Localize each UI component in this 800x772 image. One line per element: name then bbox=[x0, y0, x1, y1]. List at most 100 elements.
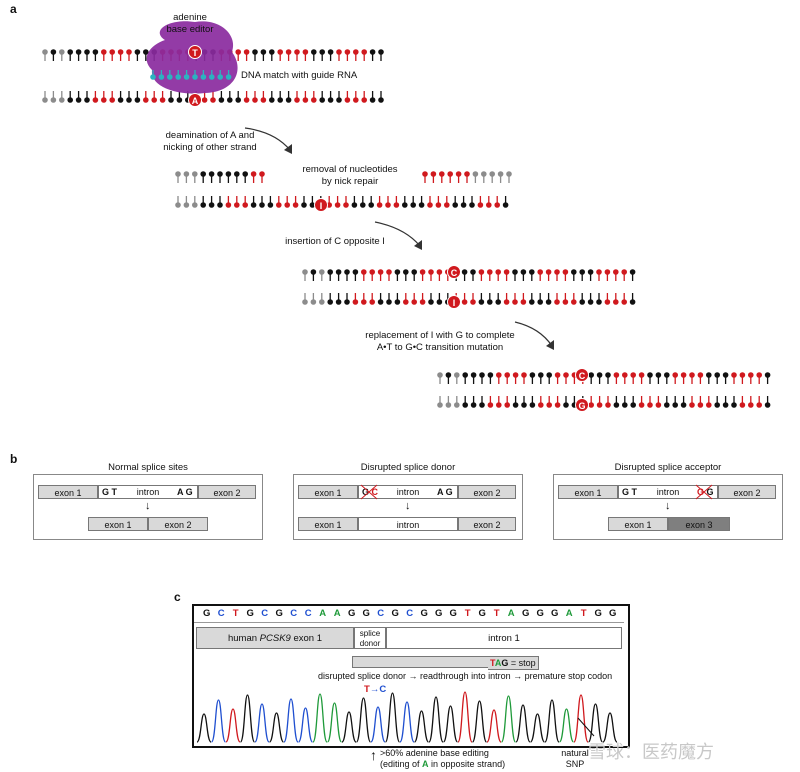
trace-peak bbox=[471, 700, 488, 743]
sequence-base: G bbox=[609, 608, 617, 619]
bottom-strand-nucleotide bbox=[319, 97, 326, 103]
repaired-top-nucleotide bbox=[428, 269, 434, 275]
template-strand-nucleotide bbox=[435, 202, 442, 208]
final-top-nucleotide bbox=[596, 372, 603, 378]
final-bottom-nucleotide bbox=[529, 402, 536, 408]
trace-peak bbox=[326, 702, 343, 743]
repaired-bottom-nucleotide bbox=[461, 299, 468, 305]
trace-peak bbox=[268, 712, 285, 743]
final-top-nucleotide bbox=[748, 372, 754, 378]
bottom-strand-nucleotide bbox=[159, 97, 166, 103]
template-strand-nucleotide bbox=[192, 202, 198, 208]
final-top-nucleotide bbox=[546, 372, 552, 378]
repaired-bottom-nucleotide bbox=[520, 299, 527, 305]
sequence-base: C bbox=[377, 608, 385, 619]
repaired-bottom-nucleotide bbox=[302, 299, 308, 305]
final-bottom-nucleotide bbox=[622, 402, 628, 408]
top-strand-nucleotide bbox=[353, 49, 359, 55]
final-top-nucleotide bbox=[588, 372, 594, 378]
final-bottom-nucleotide bbox=[538, 402, 544, 408]
bottom-strand-nucleotide bbox=[361, 97, 368, 103]
bottom-strand-nucleotide bbox=[327, 97, 334, 103]
final-top-nucleotide bbox=[496, 372, 502, 378]
step1-line2: nicking of other strand bbox=[163, 142, 257, 153]
final-top-nucleotide bbox=[655, 372, 662, 378]
final-top-nucleotide bbox=[756, 372, 762, 378]
template-strand-nucleotide bbox=[460, 202, 467, 208]
final-bottom-nucleotide bbox=[445, 402, 452, 408]
top-strand-nucleotide bbox=[117, 49, 124, 55]
nicked-strand-right-nucleotide bbox=[447, 171, 454, 177]
nicked-strand-right-nucleotide bbox=[430, 171, 437, 177]
final-bottom-nucleotide bbox=[655, 402, 662, 408]
normal-res-exon1: exon 1 bbox=[88, 517, 148, 531]
final-top-nucleotide bbox=[613, 372, 620, 378]
donor-exon2: exon 2 bbox=[458, 485, 516, 499]
sequence-base: G bbox=[348, 608, 356, 619]
guide-rna-nucleotide bbox=[200, 74, 207, 80]
top-strand-nucleotide bbox=[260, 49, 267, 55]
step4-line2: A•T to G•C transition mutation bbox=[376, 342, 504, 353]
repaired-bottom-nucleotide bbox=[403, 299, 409, 305]
watermark: 雪球：医药魔方 bbox=[588, 742, 714, 763]
arrow-1 bbox=[244, 127, 291, 151]
final-top-nucleotide bbox=[563, 372, 569, 378]
acceptor-gg: G G bbox=[697, 487, 714, 497]
trace-peak bbox=[399, 701, 415, 743]
template-strand-nucleotide bbox=[234, 202, 240, 208]
editing-label-2: (editing of A in opposite strand) bbox=[380, 759, 506, 769]
bottom-strand-nucleotide bbox=[285, 97, 292, 103]
donor-title: Disrupted splice donor bbox=[360, 462, 456, 473]
bottom-strand-nucleotide bbox=[101, 97, 107, 103]
guide-rna-nucleotide bbox=[158, 74, 165, 80]
sequence-base: G bbox=[449, 608, 457, 619]
bottom-strand-nucleotide bbox=[67, 97, 73, 103]
repaired-bottom-nucleotide bbox=[537, 299, 543, 305]
sequence-base: G bbox=[551, 608, 559, 619]
nicked-strand-left-nucleotide bbox=[183, 171, 190, 177]
final-bottom-nucleotide bbox=[470, 402, 477, 408]
guide-rna-nucleotide bbox=[150, 74, 156, 80]
template-strand-nucleotide bbox=[418, 202, 425, 208]
acceptor-intron-box bbox=[618, 485, 718, 499]
top-strand-nucleotide bbox=[252, 49, 258, 55]
top-strand-nucleotide bbox=[59, 49, 65, 55]
final-bottom-nucleotide bbox=[596, 402, 603, 408]
trace-peak bbox=[428, 696, 444, 743]
final-top-nucleotide bbox=[470, 372, 477, 378]
repaired-top-nucleotide bbox=[436, 269, 443, 275]
final-top-nucleotide bbox=[714, 372, 720, 378]
donor-res-exon1: exon 1 bbox=[298, 517, 358, 531]
bottom-strand-nucleotide bbox=[369, 97, 376, 103]
guide-rna-nucleotide bbox=[225, 74, 232, 80]
top-strand-nucleotide bbox=[67, 49, 73, 55]
repaired-bottom-nucleotide bbox=[613, 299, 619, 305]
template-strand-nucleotide bbox=[360, 202, 366, 208]
final-bottom-nucleotide bbox=[546, 402, 552, 408]
final-top-nucleotide bbox=[554, 372, 561, 378]
repaired-bottom-nucleotide bbox=[344, 299, 350, 305]
sequence-base: A bbox=[319, 608, 327, 619]
normal-intron: intron bbox=[136, 487, 160, 497]
top-strand-nucleotide bbox=[378, 49, 384, 55]
template-strand-nucleotide bbox=[351, 202, 358, 208]
repaired-bottom-nucleotide bbox=[562, 299, 569, 305]
editing-label-1: >60% adenine base editing bbox=[380, 748, 489, 758]
final-bottom-nucleotide bbox=[437, 402, 443, 408]
repaired-top-nucleotide bbox=[512, 269, 518, 275]
template-strand-nucleotide bbox=[402, 202, 408, 208]
base-T-marker: T bbox=[188, 45, 202, 59]
template-strand-nucleotide bbox=[259, 202, 265, 208]
bottom-strand-nucleotide bbox=[126, 97, 132, 103]
top-strand-nucleotide bbox=[269, 49, 275, 55]
bottom-strand-nucleotide bbox=[84, 97, 90, 103]
snp-label-1: natural bbox=[561, 748, 589, 758]
repaired-bottom-nucleotide bbox=[369, 299, 376, 305]
repaired-top-nucleotide bbox=[537, 269, 543, 275]
repaired-bottom-nucleotide bbox=[587, 299, 594, 305]
sequence-base: G bbox=[594, 608, 602, 619]
repaired-top-nucleotide bbox=[419, 269, 426, 275]
repaired-top-nucleotide bbox=[545, 269, 552, 275]
bottom-strand-nucleotide bbox=[218, 97, 225, 103]
intron-1-box: intron 1 bbox=[386, 627, 622, 649]
